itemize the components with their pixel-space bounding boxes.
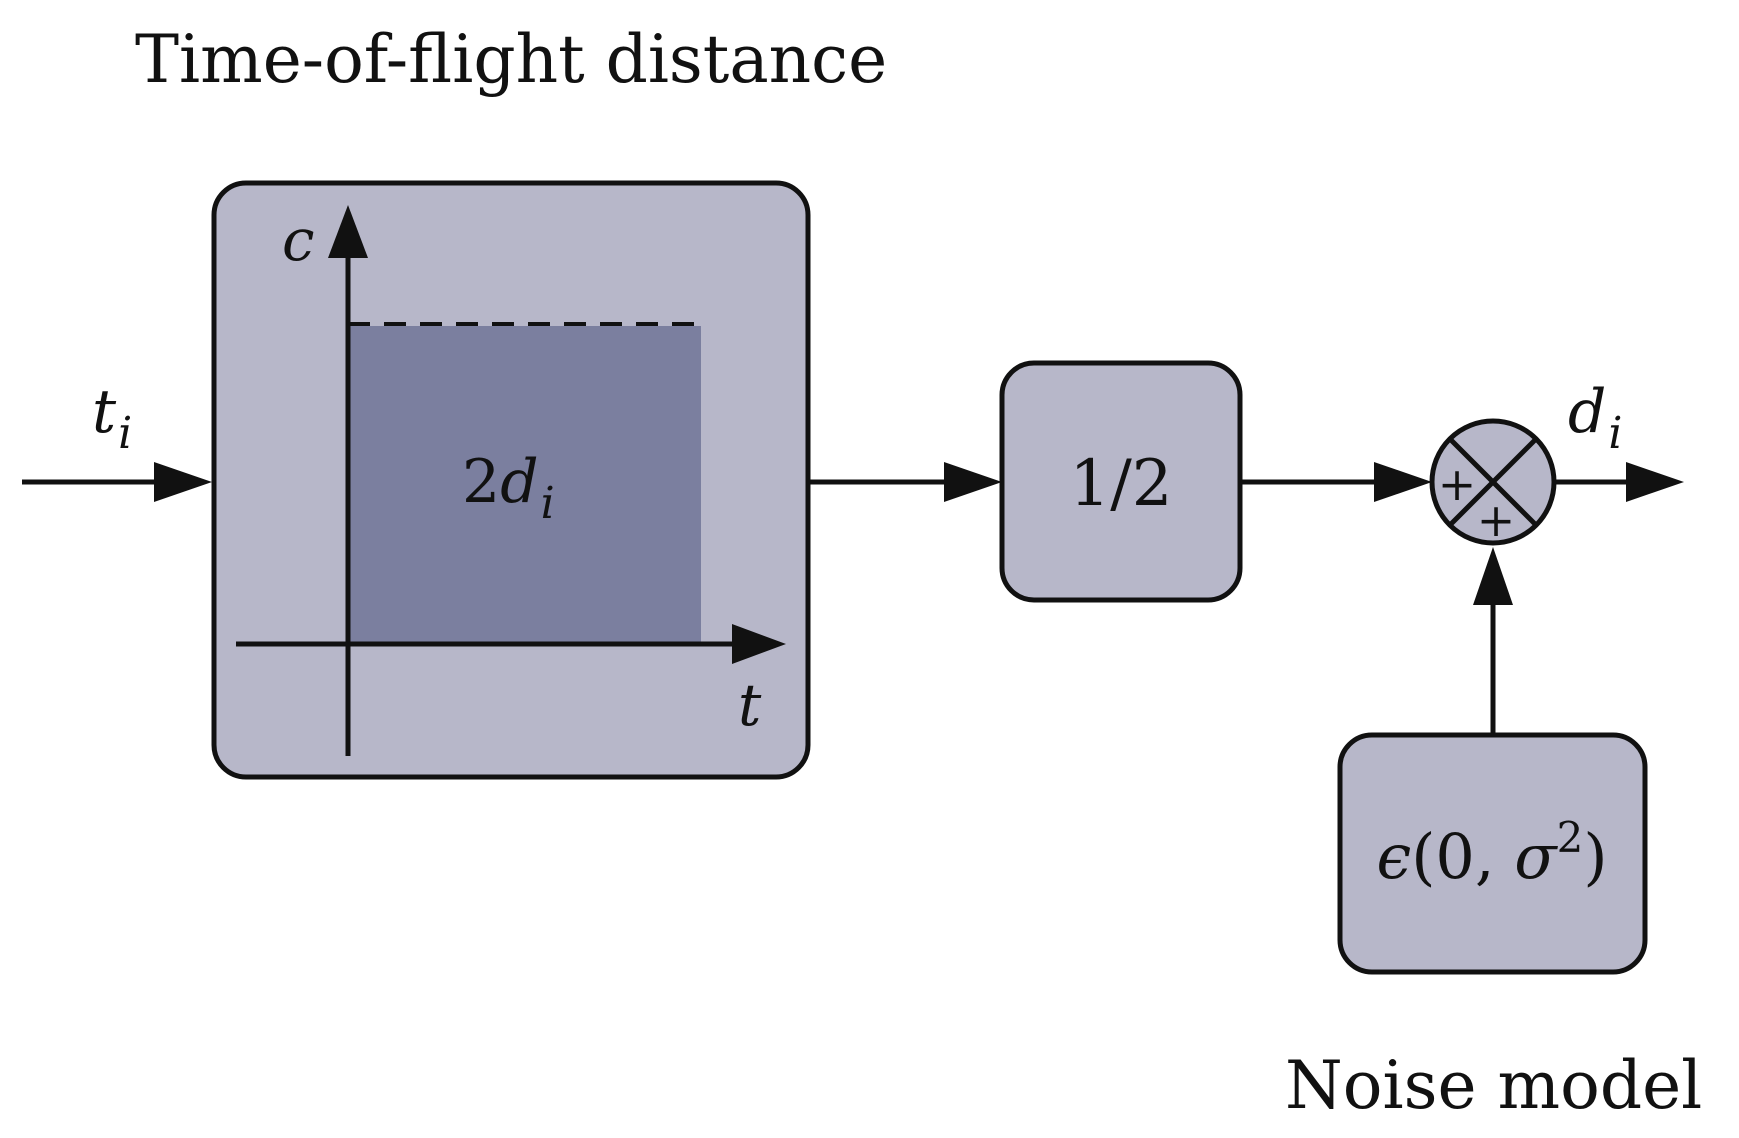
input-arrow-head bbox=[154, 462, 212, 502]
tof-x-axis-arrow-head bbox=[732, 624, 786, 664]
sum-sign-bottom: + bbox=[1477, 493, 1516, 547]
noise-model-block-frame bbox=[1337, 732, 1648, 975]
noise-model-block: ϵ(0, σ2) bbox=[1337, 732, 1648, 975]
tof-to-half-arrow-head bbox=[944, 462, 1002, 502]
output-label: di bbox=[1568, 377, 1623, 459]
half-gain-label: 1/2 bbox=[1070, 447, 1173, 521]
half-gain-block: 1/2 bbox=[999, 360, 1243, 603]
input-label-base: t bbox=[92, 377, 117, 447]
tof-shaded-area bbox=[348, 326, 701, 644]
noise-model-label: ϵ(0, σ2) bbox=[1376, 813, 1607, 893]
tof-y-axis-label: c bbox=[282, 206, 314, 274]
tof-area-label: 2di bbox=[462, 447, 555, 529]
tof-area-label-sub: i bbox=[541, 478, 555, 529]
tof-area-label-base: d bbox=[500, 447, 538, 517]
noise-label-epsilon: ϵ bbox=[1376, 820, 1411, 893]
noise-model-title: Noise model bbox=[1285, 1047, 1702, 1124]
input-label: ti bbox=[92, 377, 132, 459]
sum-sign-left: + bbox=[1438, 457, 1477, 511]
noise-to-sum-arrow-head bbox=[1473, 547, 1513, 605]
half-to-sum-arrow-head bbox=[1374, 462, 1432, 502]
tof-x-axis-label: t bbox=[738, 671, 762, 739]
noise-label-sigma: σ bbox=[1514, 820, 1558, 893]
summing-junction: + + bbox=[1429, 418, 1557, 547]
summing-junction-cross-b bbox=[1448, 437, 1538, 527]
noise-label-open: (0, bbox=[1411, 820, 1514, 893]
tof-block: c t 2di bbox=[211, 180, 811, 780]
input-label-sub: i bbox=[118, 408, 132, 459]
time-of-flight-title: Time-of-flight distance bbox=[135, 21, 887, 98]
noise-label-power: 2 bbox=[1557, 813, 1584, 862]
output-label-sub: i bbox=[1608, 408, 1622, 459]
output-label-base: d bbox=[1568, 377, 1606, 447]
tof-area-label-coef: 2 bbox=[462, 447, 500, 517]
tof-y-axis-arrow-head bbox=[328, 205, 368, 258]
output-arrow-head bbox=[1626, 462, 1684, 502]
noise-label-close: ) bbox=[1583, 820, 1607, 893]
